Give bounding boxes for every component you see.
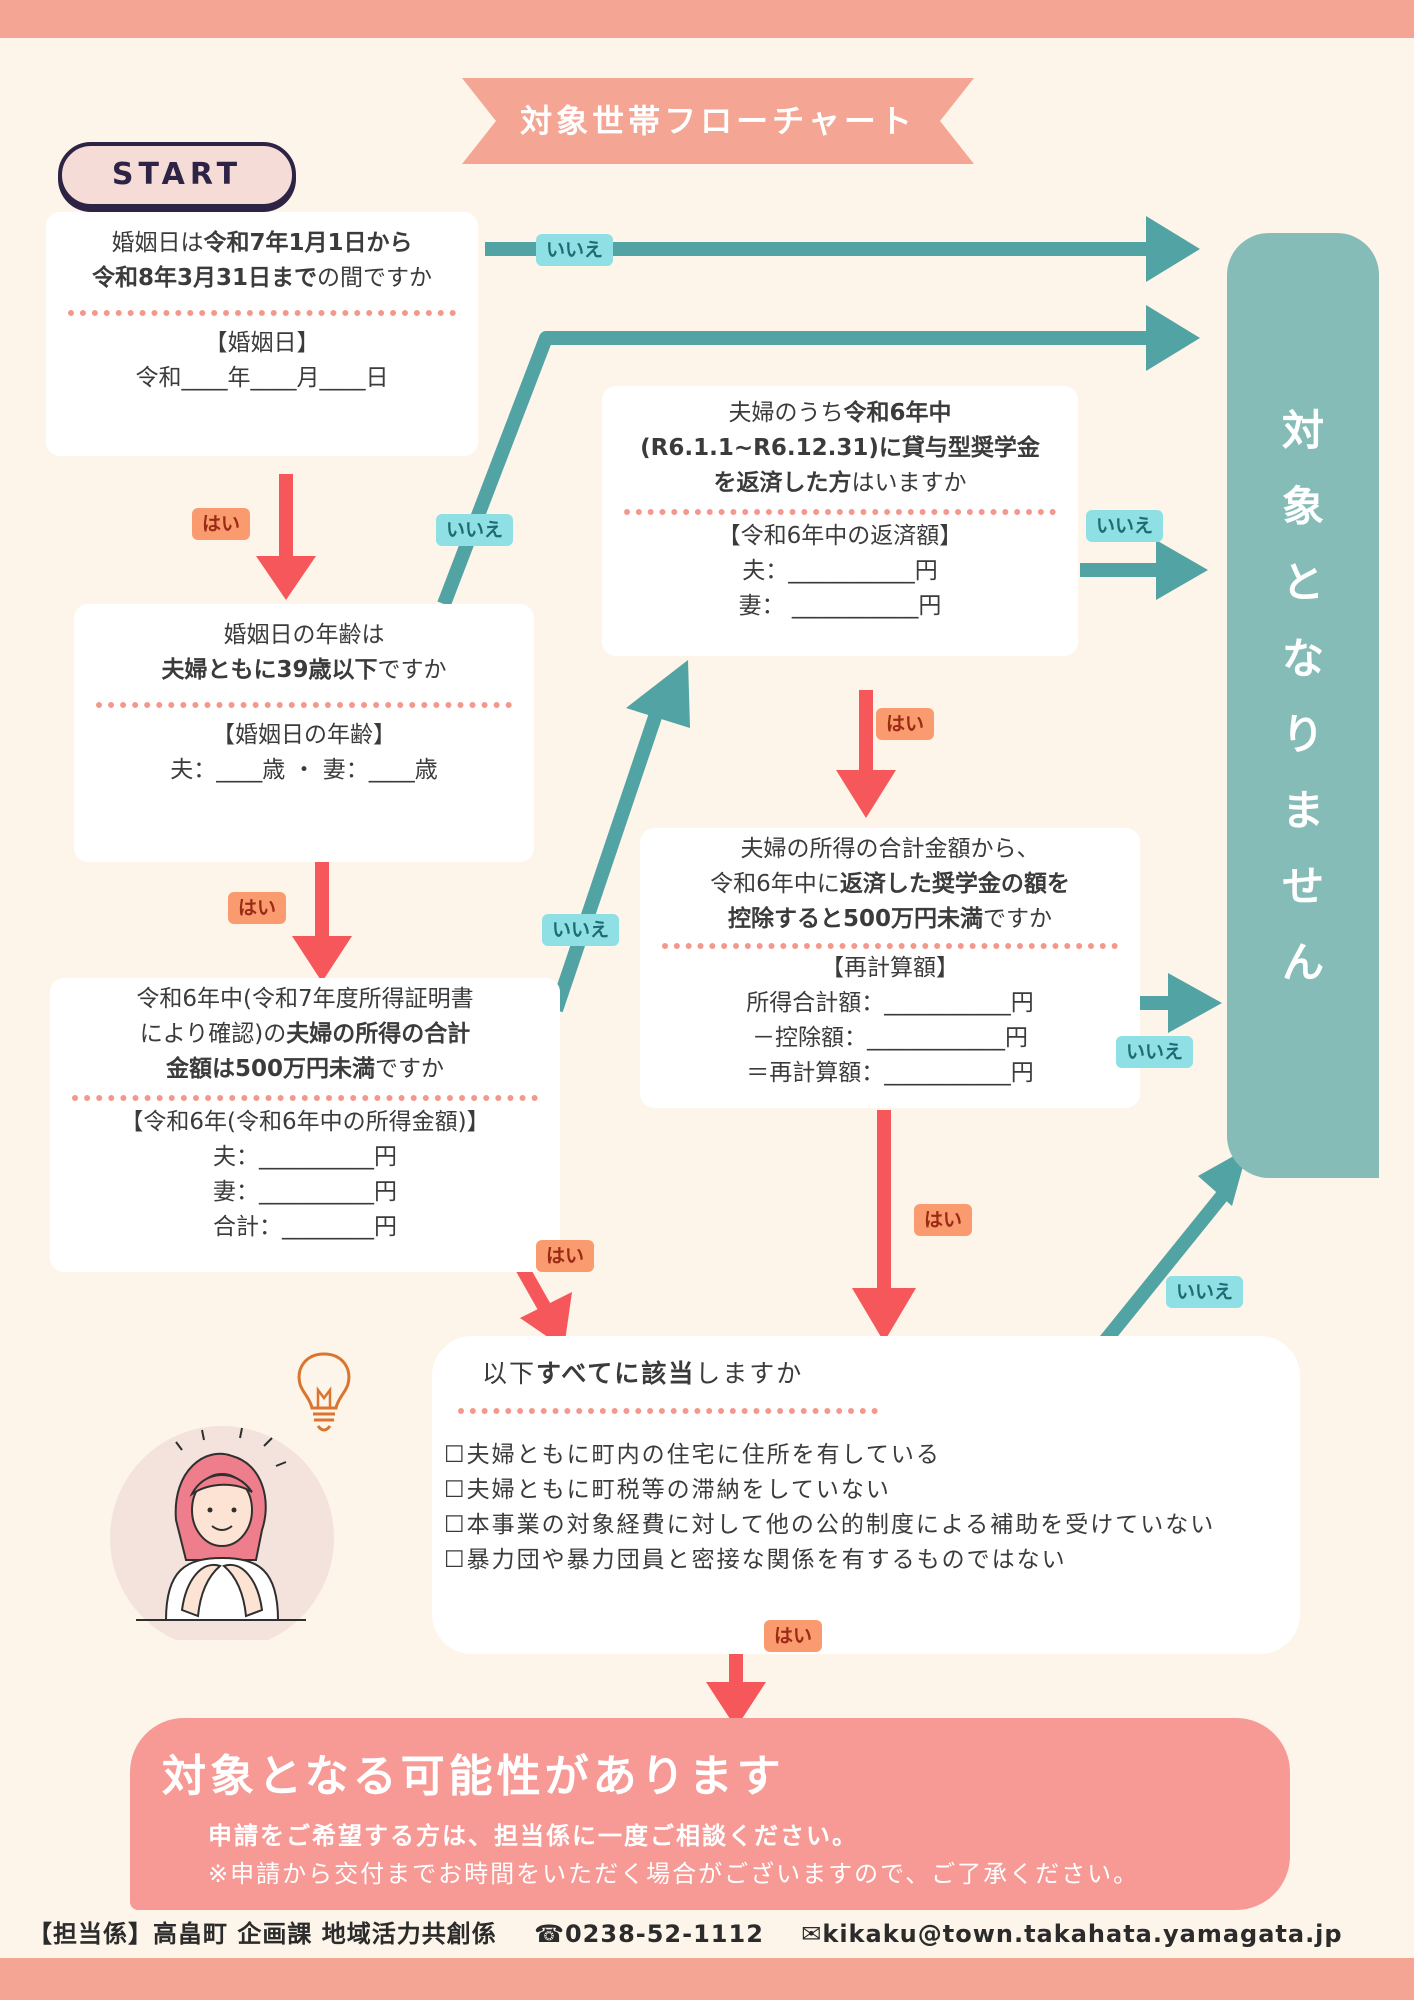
yes-label-q4: はい <box>876 708 935 740</box>
bottom-band <box>0 1958 1414 2000</box>
condition-item: ☐夫婦ともに町内の住宅に住所を有している <box>444 1442 941 1468</box>
yes-label-q6: はい <box>764 1620 823 1652</box>
total-income-field: 合計：________円 <box>213 1214 397 1240</box>
question-text: 夫婦の所得の合計金額から、 令和6年中に返済した奨学金の額を 控除すると500万… <box>710 836 1070 932</box>
question-card-age: 婚姻日の年齢は 夫婦ともに39歳以下ですか 【婚姻日の年齢】 夫：____歳 ・… <box>74 604 534 862</box>
question-text: 令和6年中(令和7年度所得証明書 により確認)の夫婦の所得の合計 金額は500万… <box>136 986 474 1082</box>
contact-phone: ☎0238-52-1112 <box>534 1920 764 1948</box>
not-eligible-box: 対 象 と な り ま せ ん <box>1227 233 1379 1178</box>
question-text: 婚姻日は令和7年1月1日から 令和8年3月31日までの間ですか <box>91 230 432 291</box>
contact-footer: 【担当係】高畠町 企画課 地域活力共創係 ☎0238-52-1112 ✉kika… <box>28 1914 1398 1949</box>
field-title: 【令和6年中の返済額】 <box>717 523 963 549</box>
wife-income-field: 妻：__________円 <box>213 1179 397 1205</box>
no-label-q3: いいえ <box>542 914 620 946</box>
question-card-marriage-date: 婚姻日は令和7年1月1日から 令和8年3月31日までの間ですか 【婚姻日】 令和… <box>46 212 478 456</box>
contact-department: 【担当係】高畠町 企画課 地域活力共創係 <box>28 1920 497 1948</box>
result-title: 対象となる可能性があります <box>162 1751 785 1802</box>
question-card-conditions: 以下すべてに該当しますか ☐夫婦ともに町内の住宅に住所を有している ☐夫婦ともに… <box>432 1336 1300 1654</box>
dotted-divider <box>624 509 1056 515</box>
question-text: 婚姻日の年齢は 夫婦ともに39歳以下ですか <box>161 622 447 683</box>
no-label-q1: いいえ <box>536 234 614 266</box>
result-note-1: 申請をご希望する方は、担当係に一度ご相談ください。 <box>208 1822 858 1850</box>
condition-item: ☐本事業の対象経費に対して他の公的制度による補助を受けていない <box>444 1512 1216 1538</box>
condition-item: ☐暴力団や暴力団員と密接な関係を有するものではない <box>444 1547 1067 1573</box>
no-arrow-q4 <box>1080 540 1208 600</box>
dotted-divider <box>662 943 1118 949</box>
result-note-2: ※申請から交付までお時間をいただく場合がございますので、ご了承ください。 <box>208 1860 1140 1888</box>
yes-label-q1: はい <box>192 508 251 540</box>
husband-income-field: 夫：__________円 <box>213 1144 397 1170</box>
husband-repayment-field: 夫：___________円 <box>742 558 938 584</box>
yes-label-q3: はい <box>536 1240 595 1272</box>
yes-arrow-q2 <box>292 852 352 982</box>
yes-arrow-q1 <box>256 474 316 600</box>
question-card-recalculation: 夫婦の所得の合計金額から、 令和6年中に返済した奨学金の額を 控除すると500万… <box>640 828 1140 1108</box>
deduction-field: －控除額：____________円 <box>752 1025 1028 1051</box>
field-title: 【婚姻日の年齢】 <box>212 722 396 748</box>
dotted-divider <box>72 1095 538 1101</box>
yes-label-q5: はい <box>914 1204 973 1236</box>
no-arrow-q3 <box>549 660 690 1013</box>
yes-label-q2: はい <box>228 892 287 924</box>
question-card-scholarship: 夫婦のうち令和6年中 (R6.1.1~R6.12.31)に貸与型奨学金 を返済し… <box>602 386 1078 656</box>
field-title: 【婚姻日】 <box>204 330 320 356</box>
start-label: START <box>58 142 296 208</box>
wife-repayment-field: 妻： ___________円 <box>738 593 942 619</box>
no-label-q4: いいえ <box>1086 510 1164 542</box>
field-title: 【令和6年(令和6年中の所得金額)】 <box>120 1109 490 1135</box>
age-field: 夫：____歳 ・ 妻：____歳 <box>170 757 438 783</box>
eligible-result-box: 対象となる可能性があります 申請をご希望する方は、担当係に一度ご相談ください。 … <box>130 1718 1290 1910</box>
top-band <box>0 0 1414 38</box>
lightbulb-icon <box>297 1352 351 1432</box>
income-total-field: 所得合計額：___________円 <box>746 990 1034 1016</box>
woman-illustration <box>110 1426 334 1640</box>
yes-arrow-q5 <box>852 1110 916 1342</box>
field-title: 【再計算額】 <box>821 955 959 981</box>
not-eligible-label: 対 象 と な り ま せ ん <box>1281 406 1324 987</box>
condition-item: ☐夫婦ともに町税等の滞納をしていない <box>444 1477 891 1503</box>
question-card-income: 令和6年中(令和7年度所得証明書 により確認)の夫婦の所得の合計 金額は500万… <box>50 978 560 1272</box>
title-ribbon: 対象世帯フローチャート <box>462 78 974 164</box>
question-text: 以下すべてに該当しますか <box>482 1359 804 1388</box>
no-label-q6: いいえ <box>1166 1276 1244 1308</box>
question-text: 夫婦のうち令和6年中 (R6.1.1~R6.12.31)に貸与型奨学金 を返済し… <box>640 400 1040 496</box>
condition-list: ☐夫婦ともに町内の住宅に住所を有している ☐夫婦ともに町税等の滞納をしていない … <box>444 1438 1215 1578</box>
yes-arrow-q4 <box>836 690 896 818</box>
page-title: 対象世帯フローチャート <box>520 102 916 140</box>
dotted-divider <box>458 1408 878 1414</box>
dotted-divider <box>96 702 512 708</box>
dotted-divider <box>68 310 456 316</box>
recalculated-field: ＝再計算額：___________円 <box>746 1060 1034 1086</box>
marriage-date-field: 令和____年____月____日 <box>135 365 389 391</box>
no-label-q5: いいえ <box>1116 1036 1194 1068</box>
contact-email[interactable]: ✉kikaku@town.takahata.yamagata.jp <box>801 1920 1343 1948</box>
no-label-q2: いいえ <box>436 514 514 546</box>
